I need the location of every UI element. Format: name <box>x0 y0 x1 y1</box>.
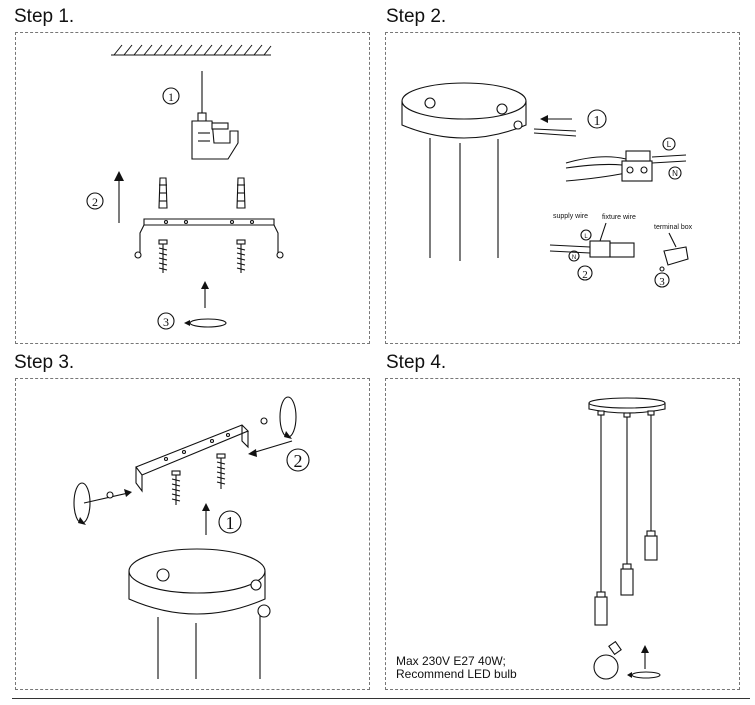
terminal-block-icon <box>549 222 635 258</box>
callout-1: 1 <box>226 513 235 533</box>
neutral-marker-2: N <box>572 255 576 261</box>
rotate-arrow-icon <box>627 671 661 679</box>
callout-2-circle <box>86 192 104 210</box>
callout-1: 1 <box>168 90 174 104</box>
callout-2: 2 <box>92 195 98 209</box>
step-2-panel: 1 L N supply wire fixture wire terminal … <box>385 32 740 344</box>
up-arrow-icon <box>641 645 649 669</box>
step-3-title: Step 3. <box>14 352 75 373</box>
mounting-bracket-icon <box>135 424 249 493</box>
callout-1-circle <box>162 87 180 105</box>
callout-1-circle <box>587 109 607 129</box>
step-4-panel: Max 230V E27 40W; Recommend LED bulb <box>385 378 740 690</box>
live-marker-circle <box>662 137 676 151</box>
live-marker-circle-2 <box>580 229 592 241</box>
up-arrow-icon <box>202 503 210 535</box>
callout-3-circle <box>654 272 670 288</box>
left-arrow-icon <box>540 115 572 123</box>
mounting-bracket-icon <box>134 218 284 259</box>
terminal-box-label: terminal box <box>654 224 693 231</box>
bottom-divider <box>12 698 750 699</box>
callout-3: 3 <box>659 276 665 288</box>
callout-3-circle <box>157 312 175 330</box>
fixture-wire-label: fixture wire <box>602 214 636 221</box>
rotate-arrow-icon <box>184 318 227 328</box>
rotate-arrow-icon <box>73 482 91 525</box>
bulb-spec-note: Max 230V E27 40W; <box>396 654 506 668</box>
wall-anchor-icon <box>236 177 246 209</box>
callout-1-circle <box>218 510 242 534</box>
up-arrow-icon <box>114 171 124 223</box>
nut-icon <box>260 417 268 425</box>
step-1-title: Step 1. <box>14 6 75 27</box>
wire-connector-icon <box>565 150 687 182</box>
terminal-box-icon <box>659 232 689 272</box>
right-arrow-icon <box>83 489 132 504</box>
step-1-illustration: 1 2 <box>86 44 284 330</box>
canopy-icon <box>588 397 666 418</box>
screw-icon <box>236 239 246 273</box>
live-marker-2: L <box>584 234 588 240</box>
ceiling-canopy-icon <box>401 82 527 261</box>
callout-2: 2 <box>582 269 588 281</box>
step-4-illustration <box>588 397 666 680</box>
pendant-lamp-icon <box>594 415 608 626</box>
step-1-panel: 1 2 <box>15 32 370 344</box>
pendant-lamp-icon <box>644 415 658 561</box>
step-4-title: Step 4. <box>386 352 447 373</box>
callout-2-circle <box>286 448 310 472</box>
callout-2: 2 <box>294 451 303 471</box>
step-3-panel: 2 1 <box>15 378 370 690</box>
pendant-lamp-icon <box>620 417 634 596</box>
screw-icon <box>216 453 226 489</box>
rotate-arrow-icon <box>279 396 297 439</box>
neutral-marker-circle-2 <box>568 250 580 262</box>
led-recommend-note: Recommend LED bulb <box>396 667 517 681</box>
ceiling-canopy-icon <box>128 548 271 679</box>
callout-2-circle <box>577 265 593 281</box>
up-arrow-icon <box>201 281 209 308</box>
step-2-illustration: 1 L N supply wire fixture wire terminal … <box>401 82 693 288</box>
step-3-illustration: 2 1 <box>73 396 310 679</box>
screw-icon <box>158 239 168 273</box>
neutral-marker: N <box>672 169 678 178</box>
ceiling-hatch <box>111 44 272 56</box>
wall-anchor-icon <box>158 177 168 209</box>
live-marker: L <box>667 140 672 149</box>
callout-3: 3 <box>163 315 169 329</box>
left-arrow-icon <box>248 440 293 457</box>
screw-icon <box>171 470 181 505</box>
light-bulb-icon <box>593 640 622 680</box>
callout-1: 1 <box>594 114 601 129</box>
neutral-marker-circle <box>668 166 682 180</box>
supply-wire-label: supply wire <box>553 213 588 220</box>
nut-icon <box>106 491 114 499</box>
drill-icon <box>191 71 239 160</box>
step-2-title: Step 2. <box>386 6 447 27</box>
